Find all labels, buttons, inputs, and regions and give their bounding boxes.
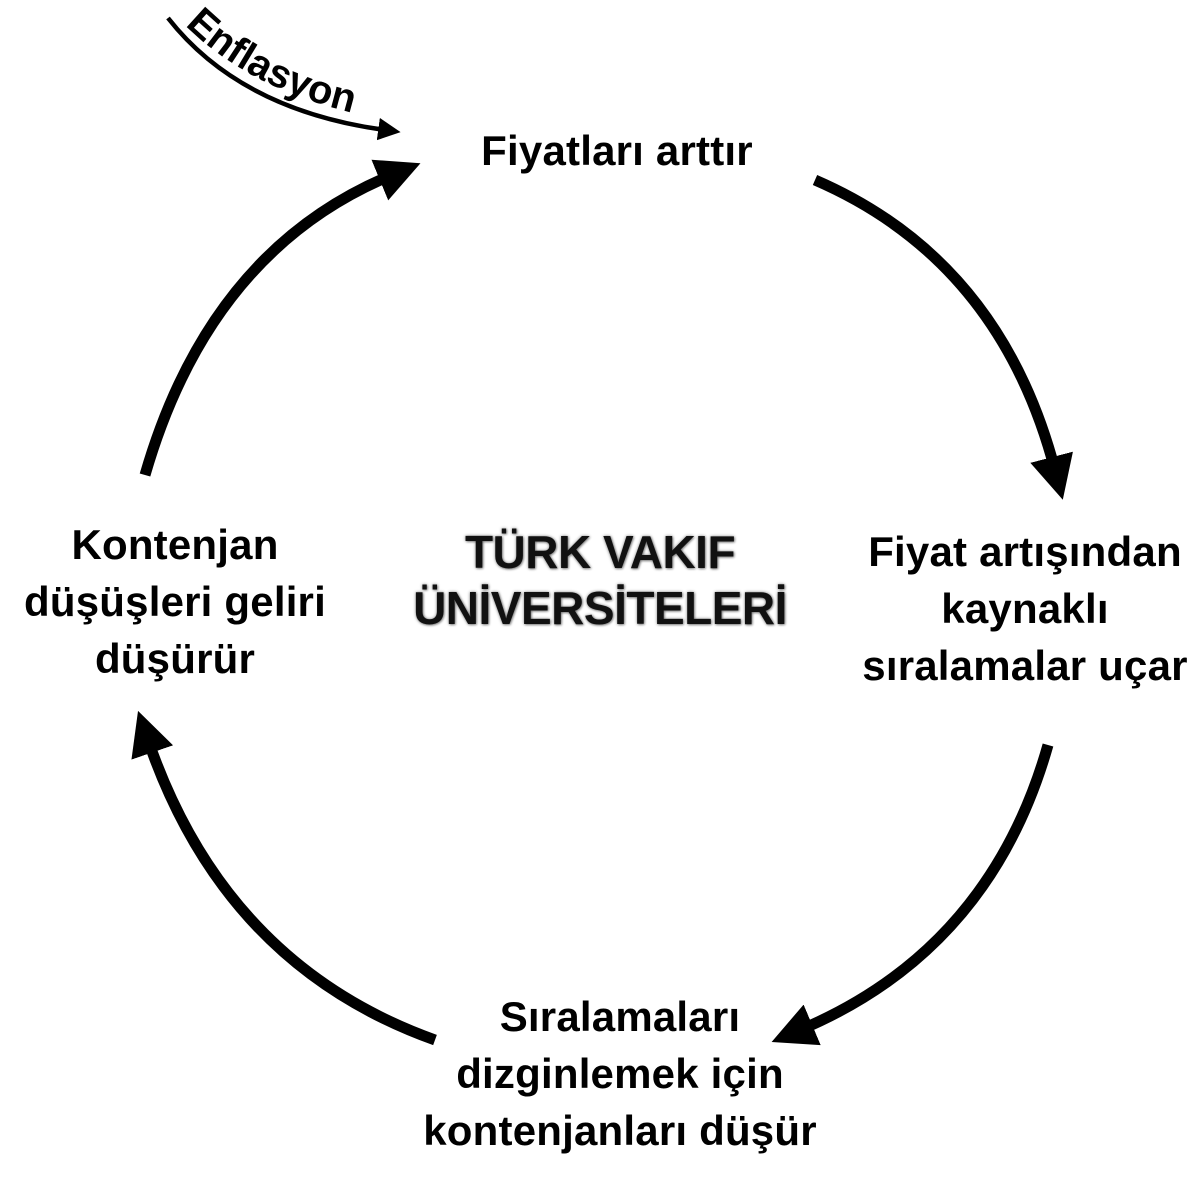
arrow-top-to-right: [812, 174, 1073, 500]
cycle-node-raise-prices: Fiyatları arttır: [481, 127, 753, 174]
arrow-inflation-input: [166, 16, 401, 141]
cycle-node-income-drops: Kontenjan düşüşleri geliri düşürür: [24, 521, 326, 682]
cycle-node-reduce-quotas: Sıralamaları dizginlemek için kontenjanl…: [423, 993, 817, 1154]
arrow-right-to-bottom: [771, 743, 1054, 1046]
arrow-left-to-top: [139, 159, 421, 477]
inflation-label: Enflasyon: [179, 0, 362, 122]
arrow-bottom-to-left: [131, 710, 437, 1046]
cycle-node-rankings-soar: Fiyat artışından kaynaklı sıralamalar uç…: [862, 528, 1188, 689]
center-title: TÜRK VAKIF ÜNİVERSİTELERİ: [413, 526, 787, 634]
